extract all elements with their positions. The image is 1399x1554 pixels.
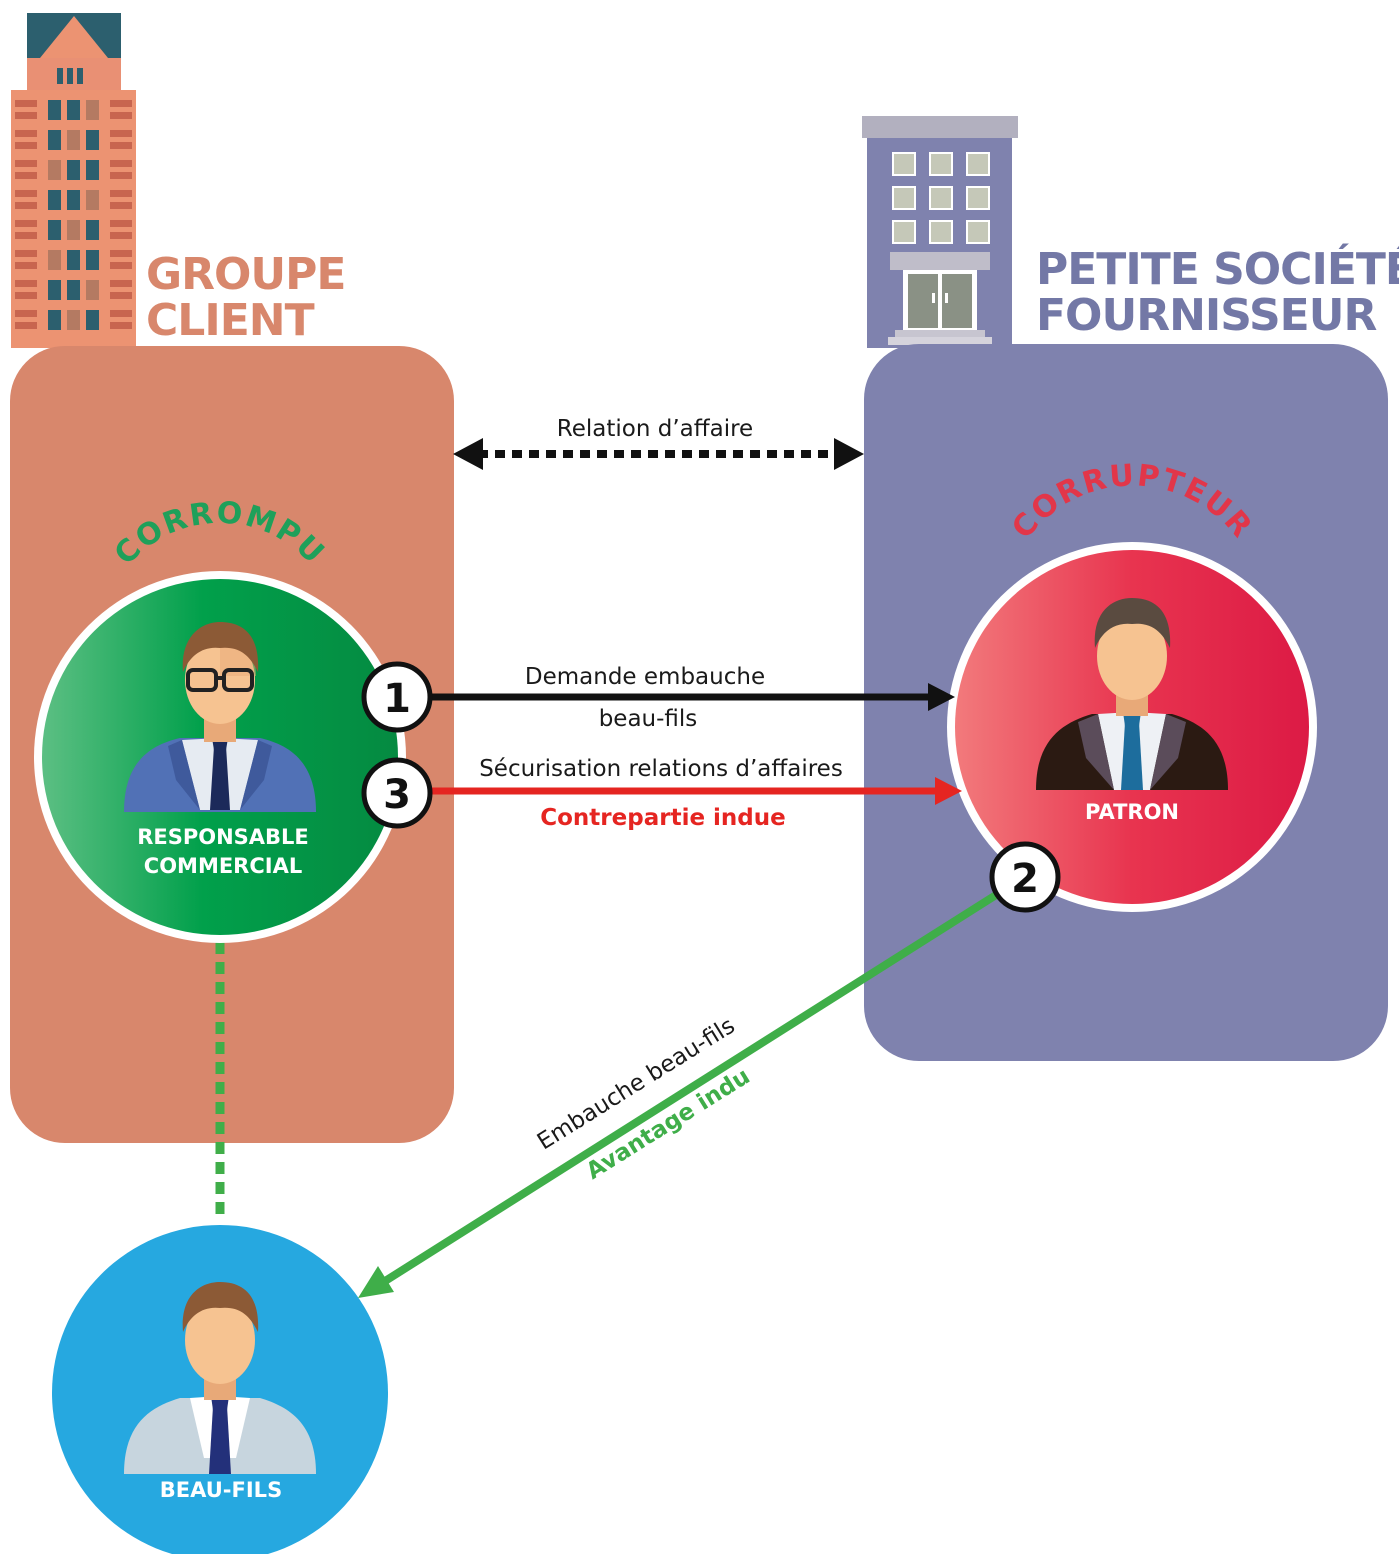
building-window [929, 220, 953, 244]
building-window [86, 250, 99, 270]
brick-decoration [110, 232, 132, 239]
brick-decoration [110, 142, 132, 149]
building-window [48, 190, 61, 210]
building-window [48, 130, 61, 150]
step3-badge: 3 [361, 757, 433, 829]
building-window [892, 152, 916, 176]
building-window [48, 160, 61, 180]
brick-decoration [110, 160, 132, 167]
building-window [929, 186, 953, 210]
building-window [929, 152, 953, 176]
brick-decoration [15, 112, 37, 119]
brick-decoration [110, 292, 132, 299]
beau-fils-label: BEAU-FILS [160, 1478, 282, 1502]
step3-arrow [430, 777, 962, 805]
building-window [892, 220, 916, 244]
brick-decoration [15, 322, 37, 329]
building-window [67, 130, 80, 150]
supplier-building-icon [862, 116, 1018, 348]
brick-decoration [110, 100, 132, 107]
step2-badge: 2 [989, 841, 1061, 913]
building-window [48, 310, 61, 330]
building-window [67, 250, 80, 270]
brick-decoration [110, 280, 132, 287]
building-window [966, 220, 990, 244]
beau-fils-avatar-icon [124, 1282, 316, 1474]
brick-decoration [15, 262, 37, 269]
brick-decoration [110, 322, 132, 329]
brick-decoration [15, 172, 37, 179]
patron-avatar-icon [1036, 598, 1228, 790]
brick-decoration [110, 250, 132, 257]
brick-decoration [110, 190, 132, 197]
responsable-label-line2: COMMERCIAL [144, 854, 302, 878]
building-window [86, 190, 99, 210]
building-window [67, 190, 80, 210]
step1-arrow [430, 683, 955, 711]
building-window [48, 250, 61, 270]
brick-decoration [15, 250, 37, 257]
building-window [86, 100, 99, 120]
brick-decoration [15, 202, 37, 209]
patron-label: PATRON [1085, 800, 1179, 824]
building-window [48, 220, 61, 240]
brick-decoration [15, 310, 37, 317]
step2-arrow [358, 891, 999, 1298]
building-window [966, 152, 990, 176]
brick-decoration [15, 190, 37, 197]
brick-decoration [110, 220, 132, 227]
step1-badge: 1 [361, 661, 433, 733]
step3-label-line1: Sécurisation relations d’affaires [479, 756, 843, 782]
brick-decoration [110, 130, 132, 137]
brick-decoration [15, 220, 37, 227]
step1-number: 1 [383, 676, 411, 722]
building-window [48, 280, 61, 300]
responsable-label-line1: RESPONSABLE [137, 825, 309, 849]
building-window [86, 130, 99, 150]
building-window [86, 220, 99, 240]
brick-decoration [110, 112, 132, 119]
building-window [67, 310, 80, 330]
brick-decoration [15, 292, 37, 299]
building-window [67, 100, 80, 120]
step3-label-line2: Contrepartie indue [540, 805, 786, 831]
building-window [48, 100, 61, 120]
client-building-icon [11, 13, 136, 348]
brick-decoration [15, 232, 37, 239]
relation-label: Relation d’affaire [557, 416, 753, 442]
brick-decoration [15, 130, 37, 137]
brick-decoration [15, 100, 37, 107]
brick-decoration [110, 262, 132, 269]
brick-decoration [15, 142, 37, 149]
brick-decoration [110, 310, 132, 317]
building-window [67, 280, 80, 300]
building-window [86, 310, 99, 330]
building-window [67, 160, 80, 180]
supplier-title-line2: FOURNISSEUR [1036, 290, 1376, 341]
step2-number: 2 [1011, 856, 1039, 902]
brick-decoration [110, 202, 132, 209]
client-title-line2: CLIENT [146, 295, 315, 346]
brick-decoration [15, 280, 37, 287]
step1-label-line2: beau-fils [599, 706, 698, 732]
building-window [892, 186, 916, 210]
step2-label-line2: Avantage indu [582, 1063, 755, 1184]
building-window [86, 280, 99, 300]
responsable-avatar-icon [124, 622, 316, 812]
brick-decoration [15, 160, 37, 167]
building-window [86, 160, 99, 180]
business-relation-arrow [453, 438, 864, 470]
building-window [966, 186, 990, 210]
brick-decoration [110, 172, 132, 179]
supplier-title-line1: PETITE SOCIÉTÉ [1036, 242, 1399, 295]
step1-label-line1: Demande embauche [525, 664, 765, 690]
step3-number: 3 [383, 772, 411, 818]
building-window [67, 220, 80, 240]
client-title-line1: GROUPE [146, 249, 345, 300]
